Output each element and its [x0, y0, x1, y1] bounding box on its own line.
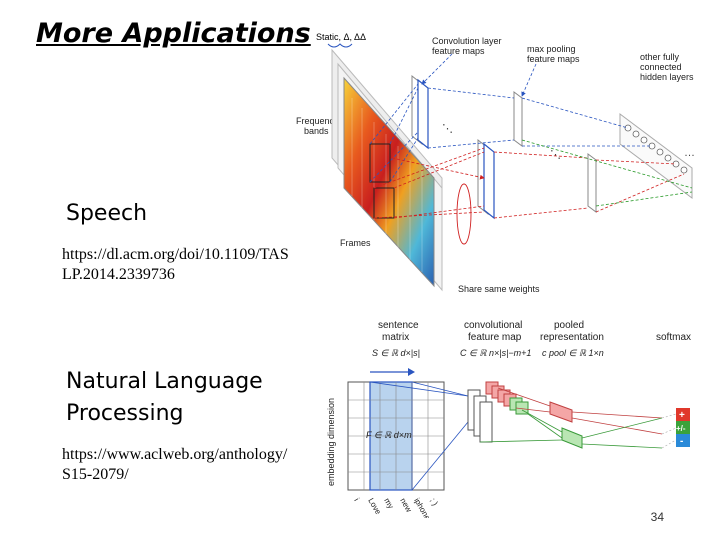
sentence-label-1: sentence — [378, 320, 419, 331]
static-label: Static, Δ, ΔΔ — [316, 32, 366, 42]
sentence-formula: S ∈ ℝ d×|s| — [372, 348, 420, 358]
nlp-url[interactable]: https://www.aclweb.org/anthology/S15-207… — [62, 446, 288, 483]
pooled-formula: c pool ∈ ℝ 1×n — [542, 348, 604, 358]
pooled-representation — [549, 401, 583, 449]
hidden-nodes — [624, 124, 688, 174]
sentence-matrix — [347, 381, 445, 491]
blue-connections — [369, 53, 652, 183]
softmax-lines — [661, 413, 677, 449]
red-pool-lines — [497, 387, 663, 435]
nlp-heading-line2: Processing — [66, 401, 184, 426]
speech-url[interactable]: https://dl.acm.org/doi/10.1109/TASLP.201… — [62, 246, 289, 283]
page-number: 34 — [650, 510, 664, 524]
green-pool-lines — [479, 409, 663, 449]
pooled-label-1: pooled — [554, 320, 584, 331]
static-brace — [327, 43, 353, 48]
word-6: ; ) — [428, 497, 440, 508]
word-4: new — [398, 497, 413, 514]
sentence-label-2: matrix — [382, 332, 409, 343]
conv-ellipsis: ⋱ — [442, 123, 453, 135]
word-1: i — [352, 497, 361, 503]
conv-label-2: feature map — [468, 332, 522, 343]
minus-label: - — [680, 436, 683, 447]
conv-feature-maps — [467, 381, 529, 443]
pooled-label-2: representation — [540, 332, 604, 343]
conv-map-2 — [483, 142, 495, 220]
conv-formula: C ∈ ℝ n×|s|−m+1 — [460, 348, 531, 358]
conv-map-1 — [417, 78, 429, 150]
plus-label: + — [679, 410, 685, 421]
hidden-ellipsis: … — [684, 147, 695, 159]
green-connections — [521, 139, 693, 207]
output-positive — [676, 408, 690, 421]
word-3: my — [382, 497, 395, 511]
filter-box-1 — [369, 143, 391, 183]
speech-heading: Speech — [66, 201, 148, 226]
pool-map-2 — [587, 153, 597, 213]
output-negative — [676, 434, 690, 447]
pool-ellipsis: ⋱ — [550, 149, 561, 161]
conv-label-1: convolutional — [464, 320, 522, 331]
share-label: Share same weights — [458, 284, 540, 294]
red-connections — [373, 147, 685, 219]
nlp-cnn-diagram: sentence matrix S ∈ ℝ d×|s| convolutiona… — [326, 320, 691, 523]
nlp-heading-line1: Natural Language — [66, 369, 263, 394]
filter-box-2 — [373, 187, 395, 219]
pool-map-1 — [513, 91, 523, 147]
embedding-label: embedding dimension — [326, 398, 336, 486]
softmax-outputs: + +/- - — [676, 408, 690, 447]
softmax-label: softmax — [656, 332, 691, 343]
shared-weights-ellipse — [456, 183, 472, 245]
output-neutral — [676, 421, 690, 434]
filter-to-map-lines — [369, 381, 469, 491]
slide-title: More Applications — [36, 18, 311, 49]
scan-arrow-head — [408, 368, 415, 376]
frames-label: Frames — [340, 238, 371, 248]
nlp-heading: Natural Language Processing — [66, 366, 263, 430]
plusminus-label: +/- — [676, 424, 686, 433]
word-labels: i Love my new iphone ; ) — [352, 497, 440, 523]
nlp-cnn-figure: sentence matrix S ∈ ℝ d×|s| convolutiona… — [318, 318, 716, 523]
word-2: Love — [366, 497, 383, 517]
filter-formula: F ∈ ℝ d×m — [366, 430, 412, 440]
